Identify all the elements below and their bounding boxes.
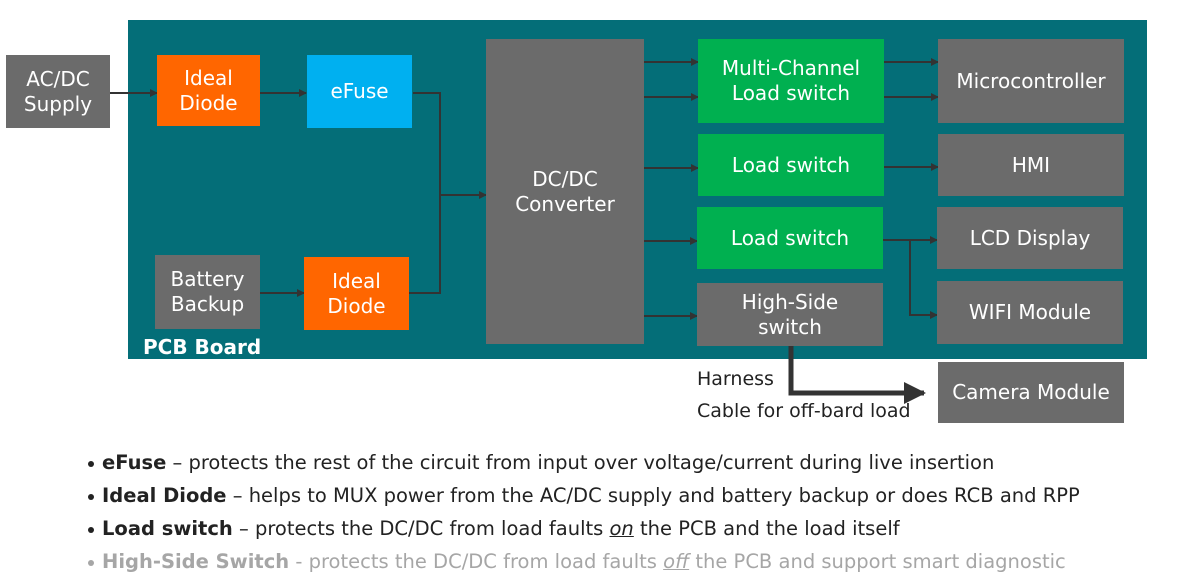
load-switch-2-block: Load switch (697, 207, 883, 269)
bullet-high-side-switch: High-Side Switch - protects the DC/DC fr… (86, 545, 1080, 578)
bullet-text: protects the rest of the circuit from in… (188, 451, 995, 474)
cable-label: Cable for off-bard load (697, 400, 911, 422)
bullet-efuse: eFuse – protects the rest of the circuit… (86, 446, 1080, 479)
bullet-text: protects the DC/DC from load faults (254, 517, 610, 540)
description-list: eFuse – protects the rest of the circuit… (86, 446, 1080, 578)
lcd-display-block: LCD Display (937, 207, 1123, 269)
bullet-term: High-Side Switch (102, 550, 290, 573)
bullet-text-tail: the PCB and the load itself (633, 517, 900, 540)
ideal-diode-1-block: Ideal Diode (157, 55, 260, 126)
bullet-separator: - (289, 550, 309, 573)
bullet-term: Load switch (102, 517, 233, 540)
bullet-ideal-diode: Ideal Diode – helps to MUX power from th… (86, 479, 1080, 512)
efuse-block: eFuse (307, 55, 412, 128)
bullet-text-tail: the PCB and support smart diagnostic (689, 550, 1066, 573)
microcontroller-block: Microcontroller (938, 39, 1124, 123)
bullet-emphasis: off (663, 550, 690, 573)
ideal-diode-2-block: Ideal Diode (304, 257, 409, 330)
bullet-dot-icon (88, 526, 94, 533)
acdc-supply-block: AC/DC Supply (6, 55, 110, 128)
bullet-emphasis: on (609, 517, 634, 540)
bullet-dot-icon (88, 559, 94, 566)
pcb-board-label: PCB Board (143, 335, 262, 359)
bullet-dot-icon (88, 460, 94, 467)
bullet-load-switch: Load switch – protects the DC/DC from lo… (86, 512, 1080, 545)
load-switch-1-block: Load switch (698, 134, 884, 196)
bullet-separator: – (226, 484, 249, 507)
bullet-term: eFuse (102, 451, 167, 474)
wifi-module-block: WIFI Module (937, 281, 1123, 344)
dcdc-converter-block: DC/DC Converter (486, 39, 644, 344)
high-side-switch-block: High-Side switch (697, 283, 883, 346)
bullet-dot-icon (88, 493, 94, 500)
battery-backup-block: Battery Backup (155, 255, 260, 329)
bullet-text: protects the DC/DC from load faults (308, 550, 664, 573)
hmi-block: HMI (938, 134, 1124, 196)
bullet-separator: – (166, 451, 189, 474)
harness-label: Harness (697, 368, 774, 390)
bullet-separator: – (232, 517, 255, 540)
multi-channel-load-switch-block: Multi-Channel Load switch (698, 39, 884, 123)
camera-module-block: Camera Module (938, 362, 1124, 423)
bullet-term: Ideal Diode (102, 484, 227, 507)
bullet-text: helps to MUX power from the AC/DC supply… (248, 484, 1080, 507)
